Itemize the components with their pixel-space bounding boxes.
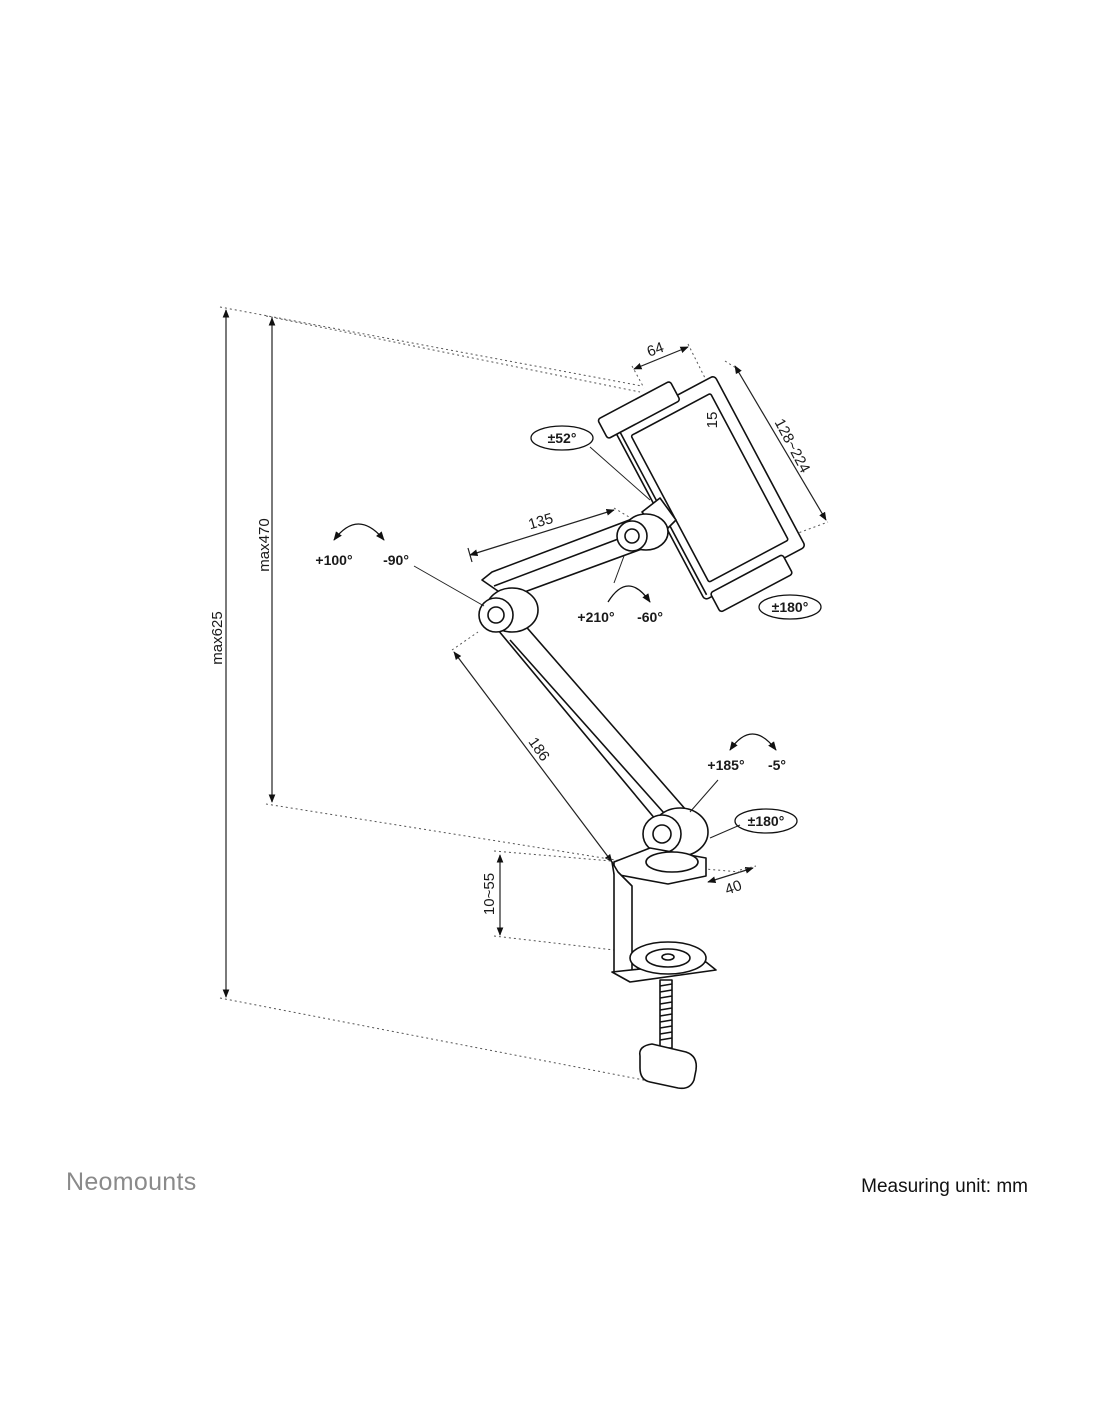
upper-arm-label: 135 bbox=[526, 510, 555, 533]
mid-joint bbox=[616, 513, 669, 552]
base-joint bbox=[642, 807, 709, 857]
holder-depth-dim-line bbox=[633, 346, 689, 370]
holder-depth-label: 64 bbox=[645, 339, 666, 361]
brand-logo: Neomounts bbox=[66, 1168, 197, 1196]
mid-joint-up-label: +210° bbox=[577, 609, 614, 625]
holder-rotate-label: ±180° bbox=[772, 599, 809, 615]
monitor-arm-drawing bbox=[478, 376, 805, 1090]
holder-width-dim-line bbox=[734, 365, 827, 521]
clamp-range-label: 10~55 bbox=[481, 873, 498, 915]
rotation-symbols bbox=[333, 425, 822, 834]
overall-height-label: max625 bbox=[209, 611, 226, 664]
clamp-knob bbox=[638, 1043, 698, 1090]
base-joint-down-label: -5° bbox=[768, 757, 786, 773]
desk-clamp bbox=[611, 861, 717, 983]
holder-width-label: 128~224 bbox=[771, 416, 814, 476]
base-width-dim-line bbox=[707, 867, 754, 883]
arm-height-label: max470 bbox=[256, 518, 273, 571]
base-joint-up-label: +185° bbox=[707, 757, 744, 773]
base-swivel-label: ±180° bbox=[748, 813, 785, 829]
elbow-up-label: +100° bbox=[315, 552, 352, 568]
base-mount bbox=[613, 847, 707, 885]
tilt-ellipse bbox=[530, 425, 594, 451]
base-width-label: 40 bbox=[723, 877, 744, 899]
lower-arm-dim-line bbox=[453, 651, 613, 863]
lower-arm-label: 186 bbox=[525, 734, 553, 764]
holder-rotate-ellipse bbox=[758, 594, 822, 620]
grip-offset-label: 15 bbox=[704, 412, 721, 429]
dimension-lines bbox=[222, 309, 827, 998]
holder-tilt-label: ±52° bbox=[548, 430, 577, 446]
clamp-screw bbox=[659, 979, 673, 1049]
leader-lines bbox=[413, 446, 741, 839]
elbow-down-label: -90° bbox=[383, 552, 409, 568]
upper-arm-dim-line bbox=[469, 509, 615, 556]
tablet-holder bbox=[597, 376, 805, 613]
measuring-unit-note: Measuring unit: mm bbox=[861, 1176, 1028, 1197]
mid-joint-down-label: -60° bbox=[637, 609, 663, 625]
swivel-ellipse bbox=[734, 808, 798, 834]
elbow-joint bbox=[478, 587, 539, 633]
